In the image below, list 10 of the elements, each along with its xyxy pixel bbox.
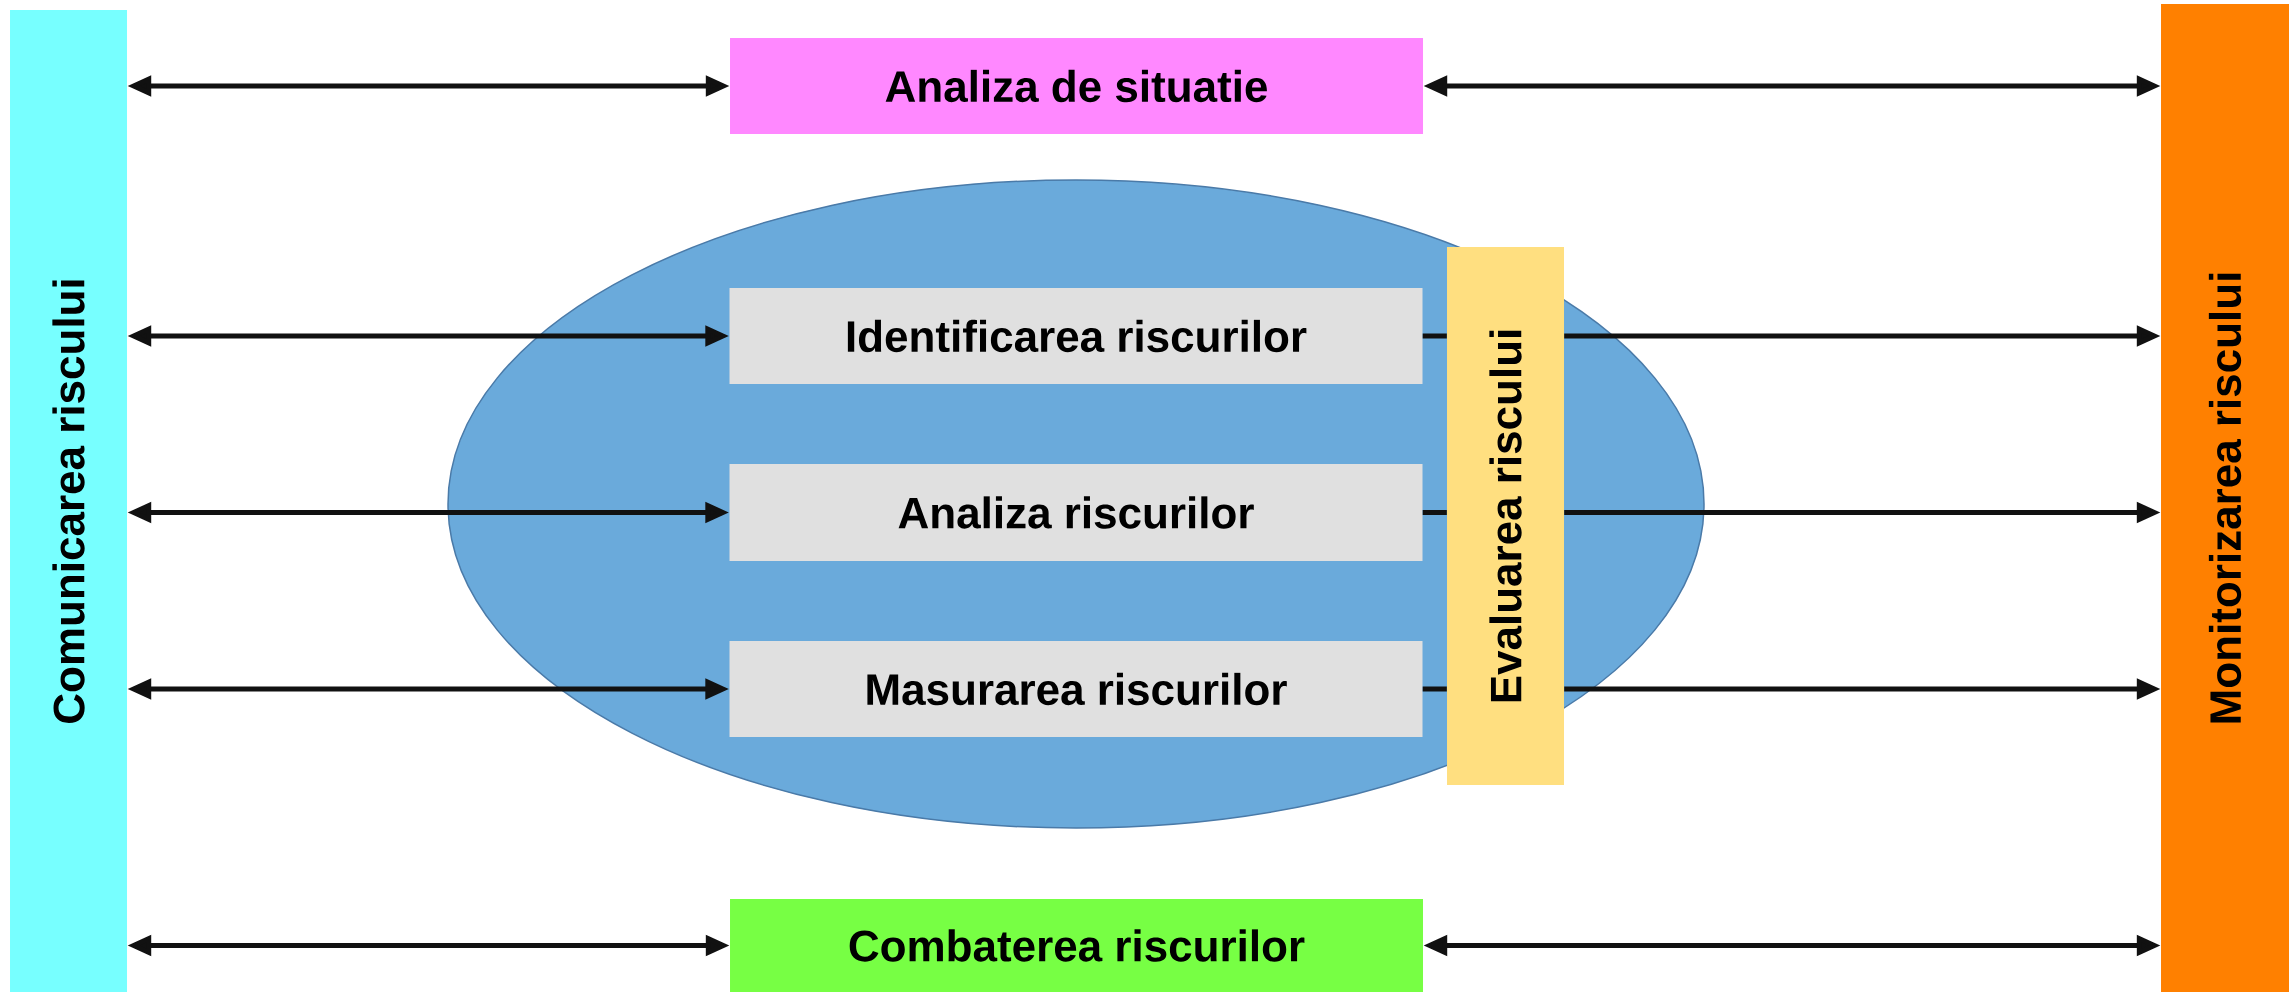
process-box: Masurarea riscurilor — [729, 641, 1423, 737]
vertical-bar: Monitorizarea riscului — [2161, 4, 2289, 992]
process-box: Identificarea riscurilor — [729, 288, 1423, 384]
vertical-bar: Comunicarea riscului — [10, 10, 127, 992]
process-box: Combaterea riscurilor — [730, 899, 1423, 992]
process-box: Analiza de situatie — [730, 38, 1423, 134]
connector-line — [1422, 333, 1447, 339]
connector-line — [1422, 510, 1447, 515]
connector-line — [1422, 686, 1447, 692]
process-box: Analiza riscurilor — [729, 464, 1423, 561]
